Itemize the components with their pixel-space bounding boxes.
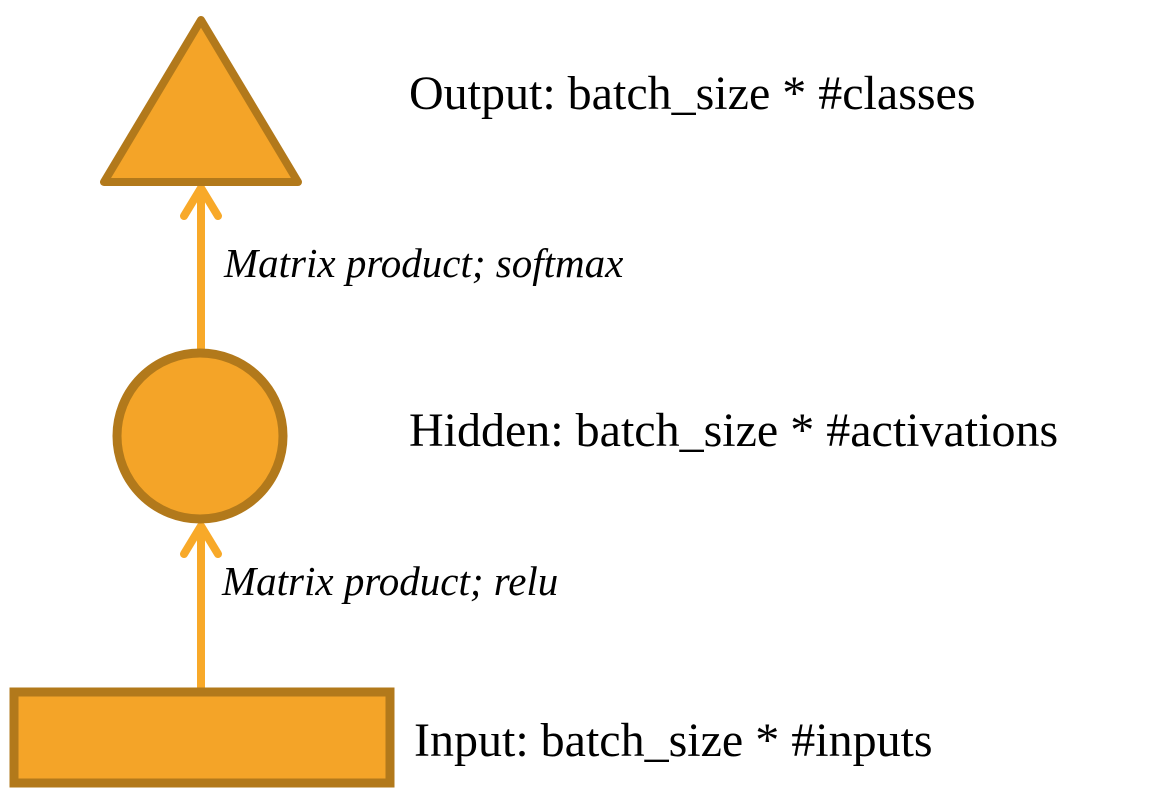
edge-input-to-hidden bbox=[180, 522, 222, 689]
input-node-rectangle bbox=[9, 687, 395, 788]
hidden-node-circle bbox=[112, 348, 288, 524]
edge-hidden-to-output bbox=[180, 184, 222, 350]
hidden-node-label: Hidden: batch_size * #activations bbox=[409, 404, 1059, 457]
output-node-label: Output: batch_size * #classes bbox=[409, 67, 976, 120]
arrowhead-up-icon bbox=[180, 184, 222, 220]
output-node-triangle bbox=[100, 16, 302, 186]
arrowhead-up-icon bbox=[180, 522, 222, 558]
edge-label-softmax: Matrix product; softmax bbox=[224, 240, 624, 286]
edge-label-relu: Matrix product; relu bbox=[222, 558, 559, 604]
input-node-label: Input: batch_size * #inputs bbox=[414, 714, 933, 767]
